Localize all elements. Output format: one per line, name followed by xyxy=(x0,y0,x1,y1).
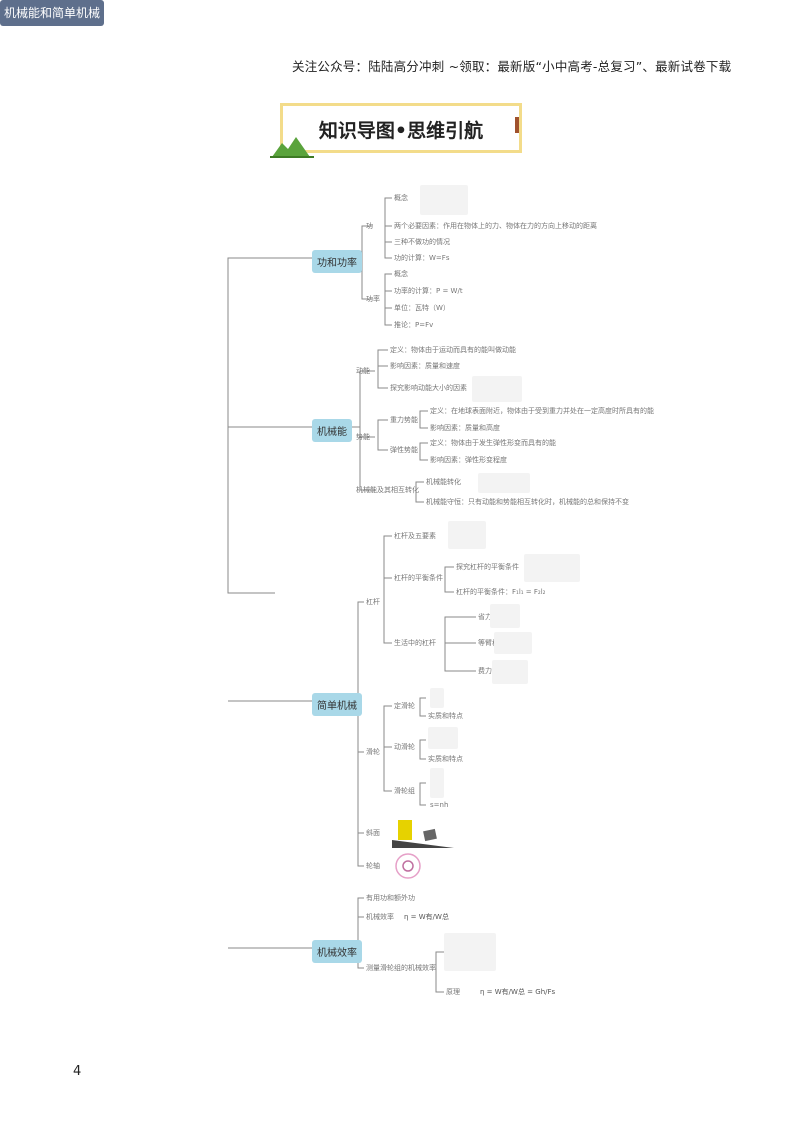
power-item: 概念 xyxy=(394,270,408,278)
pulley-sub: 实质和特点 xyxy=(428,755,463,763)
title-accent-mark xyxy=(515,117,519,133)
work-label: 功 xyxy=(366,222,373,230)
power-item: 推论：P=Fv xyxy=(394,321,434,329)
axle-label: 轮轴 xyxy=(366,862,380,870)
kinetic-label: 动能 xyxy=(356,367,370,375)
lever-elements-image xyxy=(448,521,486,549)
equal-arm-lever-image xyxy=(494,632,532,654)
pulley-sub: 实质和特点 xyxy=(428,712,463,720)
potential-label: 势能 xyxy=(356,433,370,441)
incline-label: 斜面 xyxy=(366,829,380,837)
hill-icon xyxy=(270,137,314,158)
work-item: 概念 xyxy=(394,194,408,202)
incline-image xyxy=(392,820,454,848)
work-item: 三种不做功的情况 xyxy=(394,238,450,246)
branch-simple-machines: 简单机械 xyxy=(312,693,362,716)
elastic-potential-label: 弹性势能 xyxy=(390,446,418,454)
kinetic-item: 影响因素：质量和速度 xyxy=(390,362,460,370)
movable-pulley-image xyxy=(428,727,458,749)
page-title: 知识导图•思维引航 xyxy=(318,120,484,142)
life-lever-item: 等臂杠杆 xyxy=(478,639,506,647)
pulley-item: 动滑轮 xyxy=(394,743,415,751)
pulley-label: 滑轮 xyxy=(366,748,380,756)
kinetic-experiment-image xyxy=(472,376,522,402)
branch-efficiency: 机械效率 xyxy=(312,940,362,963)
work-diagram-image xyxy=(420,185,468,215)
page-number: 4 xyxy=(73,1064,82,1079)
pulley-block-image xyxy=(430,768,444,798)
kinetic-item: 探究影响动能大小的因素 xyxy=(390,384,467,392)
lever-balance-image xyxy=(524,554,580,582)
conversion-item: 机械能守恒：只有动能和势能相互转化时，机械能的总和保持不变 xyxy=(426,498,629,506)
gravity-item: 影响因素：质量和高度 xyxy=(430,424,500,432)
conversion-image xyxy=(478,473,530,493)
power-item: 单位：瓦特（W） xyxy=(394,304,450,312)
power-item: 功率的计算：P = W/t xyxy=(394,287,463,295)
principle-label: 原理 xyxy=(446,988,460,996)
branch-mechanical-energy: 机械能 xyxy=(312,419,352,442)
lever-item: 杠杆及五要素 xyxy=(394,532,436,540)
conversion-item: 机械能转化 xyxy=(426,478,461,486)
balance-item: 探究杠杆的平衡条件 xyxy=(456,563,519,571)
gravity-potential-label: 重力势能 xyxy=(390,416,418,424)
efficiency-item: 机械效率 xyxy=(366,913,394,921)
wheel-axle-image xyxy=(395,853,421,879)
title-banner: 知识导图•思维引航 xyxy=(280,103,522,153)
effort-lever-image xyxy=(492,660,528,684)
gravity-item: 定义：在地球表面附近，物体由于受到重力并处在一定高度时所具有的能 xyxy=(430,407,654,415)
lever-item: 生活中的杠杆 xyxy=(394,639,436,647)
elastic-item: 定义：物体由于发生弹性形变而具有的能 xyxy=(430,439,556,447)
force-saving-lever-image xyxy=(490,604,520,628)
pulley-item: 滑轮组 xyxy=(394,787,415,795)
balance-item: 杠杆的平衡条件：F₁l₁ = F₂l₂ xyxy=(456,588,546,596)
elastic-item: 影响因素：弹性形变程度 xyxy=(430,456,507,464)
efficiency-item: 有用功和额外功 xyxy=(366,894,415,902)
branch-work-power: 功和功率 xyxy=(312,250,362,273)
work-item: 两个必要因素：作用在物体上的力、物体在力的方向上移动的距离 xyxy=(394,222,597,230)
conversion-label: 机械能及其相互转化 xyxy=(356,486,419,494)
kinetic-item: 定义：物体由于运动而具有的能叫做动能 xyxy=(390,346,516,354)
work-item: 功的计算：W=Fs xyxy=(394,254,450,262)
principle-formula: η = W有/W总 = Gh/Fs xyxy=(480,988,556,996)
pulley-sub: s=nh xyxy=(430,801,449,809)
lever-item: 杠杆的平衡条件 xyxy=(394,574,443,582)
header-note: 关注公众号：陆陆高分冲刺 ~领取：最新版“小中高考-总复习”、最新试卷下载 xyxy=(292,59,732,74)
fixed-pulley-image xyxy=(430,688,444,708)
root-node: 机械能和简单机械 xyxy=(0,0,104,26)
efficiency-formula: η = W有/W总 xyxy=(404,913,449,921)
efficiency-item: 测量滑轮组的机械效率 xyxy=(366,964,436,972)
lever-label: 杠杆 xyxy=(366,598,380,606)
power-label: 功率 xyxy=(366,295,380,303)
pulley-item: 定滑轮 xyxy=(394,702,415,710)
efficiency-experiment-image xyxy=(444,933,496,971)
